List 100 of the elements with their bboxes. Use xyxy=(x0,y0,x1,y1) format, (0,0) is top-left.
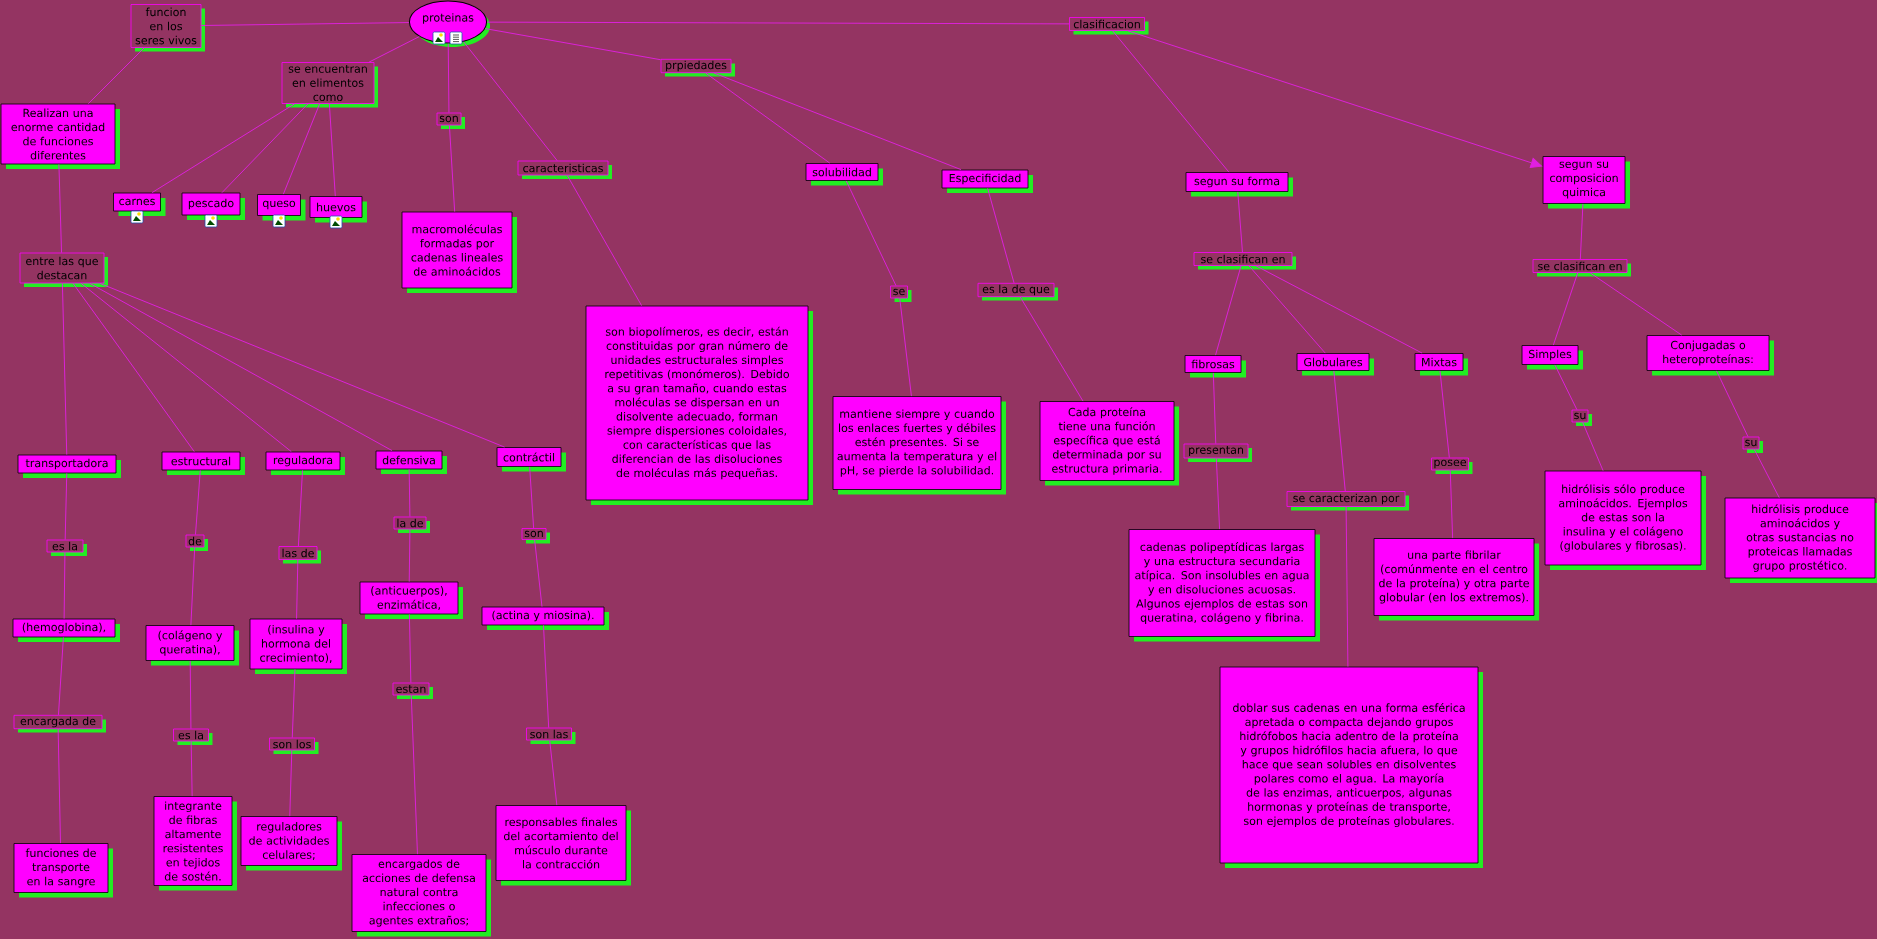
concept-box: funciones de transporte en la sangre xyxy=(13,843,113,898)
connector-line xyxy=(549,739,558,806)
concept-box: mantiene siempre y cuando los enlaces fuertes y débiles estén presentes. Si se aumenta la temperatura y el pH, se pierde la solubilidad. xyxy=(832,396,1006,495)
concept-box: Mixtas xyxy=(1414,353,1468,376)
linking-phrase: prpiedades xyxy=(660,58,735,77)
connector-line xyxy=(64,472,68,541)
concept-box: una parte fibrilar (comúnmente en el centro de la proteína) y otra parte globular (en los extremos). xyxy=(1373,538,1539,621)
connector-line xyxy=(1552,272,1579,346)
connector-line xyxy=(200,22,410,26)
connector-line xyxy=(410,694,418,855)
connector-line xyxy=(705,72,831,164)
concept-box: (hemoglobina), xyxy=(12,618,120,642)
concept-box: reguladora xyxy=(265,451,345,475)
connector-line xyxy=(1127,30,1542,168)
connector-line xyxy=(57,728,61,844)
concept-box: contráctil xyxy=(496,447,566,472)
connector-line xyxy=(408,613,412,684)
linking-phrase: son las xyxy=(526,727,576,744)
connector-line xyxy=(987,187,1015,284)
connector-line xyxy=(1333,370,1346,492)
connector-line xyxy=(1589,272,1683,336)
linking-phrase: son los xyxy=(269,737,319,754)
concept-box: (anticuerpos), enzimática, xyxy=(359,581,463,619)
linking-phrase: de xyxy=(185,534,208,551)
linking-phrase: estan xyxy=(392,682,433,699)
connector-line xyxy=(87,47,145,105)
linking-phrase: entre las que destacan xyxy=(19,252,108,287)
connector-line xyxy=(529,466,535,529)
connector-line xyxy=(1255,265,1423,354)
connector-line xyxy=(447,43,450,114)
connector-line xyxy=(58,163,62,254)
connector-line xyxy=(1248,265,1326,354)
concept-box: defensiva xyxy=(375,450,447,474)
connector-line xyxy=(189,660,192,730)
concept-box: cadenas polipeptídicas largas y una estructura secundaria atípica. Son insolubles en agua y en disoluciones acuosas. Algunos ejemplos de estas son queratina, colágeno y fibrina. xyxy=(1128,529,1320,642)
linking-phrase: se xyxy=(890,285,912,302)
connector-line xyxy=(484,28,662,61)
connector-line xyxy=(408,468,411,518)
connector-line xyxy=(195,469,201,536)
linking-phrase: presentan xyxy=(1183,443,1252,462)
linking-phrase: se clasifican en xyxy=(1193,252,1296,270)
connector-line xyxy=(1579,203,1584,260)
linking-phrase: la de xyxy=(393,516,430,533)
linking-phrase: su xyxy=(1571,409,1592,426)
connector-line xyxy=(80,282,292,453)
connector-line xyxy=(99,282,506,448)
connector-line xyxy=(845,180,897,287)
connector-line xyxy=(89,282,393,452)
connector-line xyxy=(296,559,299,620)
connector-line xyxy=(72,282,195,453)
linking-phrase: posee xyxy=(1431,457,1473,474)
connector-line xyxy=(221,103,309,194)
concept-box: fibrosas xyxy=(1184,355,1246,378)
connector-line xyxy=(61,282,68,456)
connector-line xyxy=(899,297,912,397)
connector-line xyxy=(448,124,456,213)
connector-line xyxy=(1753,448,1780,499)
linking-phrase: clasificacion xyxy=(1069,17,1149,35)
linking-phrase: caracteristicas xyxy=(517,160,612,179)
concept-box: macromoléculas formadas por cadenas lineales de aminoácidos xyxy=(401,211,517,293)
connector-line xyxy=(190,740,193,797)
linking-phrase: las de xyxy=(278,546,321,564)
connector-line xyxy=(289,749,293,817)
connector-line xyxy=(713,72,962,171)
linking-phrase: funcion en los seres vivos xyxy=(130,4,205,52)
concept-box: (colágeno y queratina), xyxy=(145,625,239,666)
linking-phrase: es la xyxy=(46,539,87,556)
connector-line xyxy=(463,41,558,162)
concept-box: pescado xyxy=(181,192,245,220)
concept-box: son biopolímeros, es decir, están constituidas por gran número de unidades estructurales simples repetitivas (monómeros). Debido a su gran tamaño, cuando estas moléculas se dispersan en un disolvente adecuado, forman siempre dispersiones coloidales, con características que las diferencian de las disoluciones de moléculas más pequeñas. xyxy=(585,305,813,505)
connector-line xyxy=(282,103,321,195)
concept-box: carnes xyxy=(113,192,166,216)
concept-box: Conjugadas o heteroproteínas: xyxy=(1646,335,1774,376)
connector-line xyxy=(291,668,296,739)
connector-line xyxy=(151,103,295,194)
concept-box: segun su composicion quimica xyxy=(1542,156,1630,209)
connector-line xyxy=(328,103,336,197)
linking-phrase: es la de que xyxy=(977,282,1058,301)
concept-box: encargados de acciones de defensa natural contra infecciones o agentes extraños; xyxy=(351,854,491,937)
connector-line xyxy=(1439,370,1450,459)
linking-phrase: encargada de xyxy=(13,714,106,733)
concept-box: integrante de fibras altamente resistentes en tejidos de sostén. xyxy=(153,796,237,891)
concept-box: reguladores de actividades celulares; xyxy=(240,816,342,871)
concept-box: Cada proteína tiene una función específica que está determinada por su estructura primaria. xyxy=(1039,401,1179,486)
concept-box: segun su forma xyxy=(1185,172,1293,197)
connector-line xyxy=(1449,469,1454,539)
concept-box: Especificidad xyxy=(941,169,1033,193)
connector-line xyxy=(1716,370,1749,438)
linking-phrase: se encuentran en elimentos como xyxy=(281,62,378,108)
connector-line xyxy=(566,174,643,307)
concept-box: responsables finales del acortamiento del músculo durante la contracción xyxy=(495,805,631,886)
connector-line xyxy=(408,528,411,583)
concept-box: Simples xyxy=(1521,345,1583,370)
concept-box: doblar sus cadenas en una forma esférica apretada o compacta dejando grupos hidrófobos hacia adentro de la proteína y grupos hidrófilos hacia afuera, lo que hace que sean solubles en disolventes polares como el agua. La mayoría de las enzimas, anticuerpos, algunas hormonas y proteínas de transporte, son ejemplos de proteínas globulares. xyxy=(1219,666,1483,868)
linking-phrase: es la xyxy=(173,728,213,745)
concept-box: Realizan una enorme cantidad de funciones diferentes xyxy=(0,103,120,169)
concept-box: transportadora xyxy=(17,454,121,478)
connector-line xyxy=(58,636,64,716)
connector-line xyxy=(1215,457,1221,530)
concept-box: Globulares xyxy=(1296,353,1374,376)
